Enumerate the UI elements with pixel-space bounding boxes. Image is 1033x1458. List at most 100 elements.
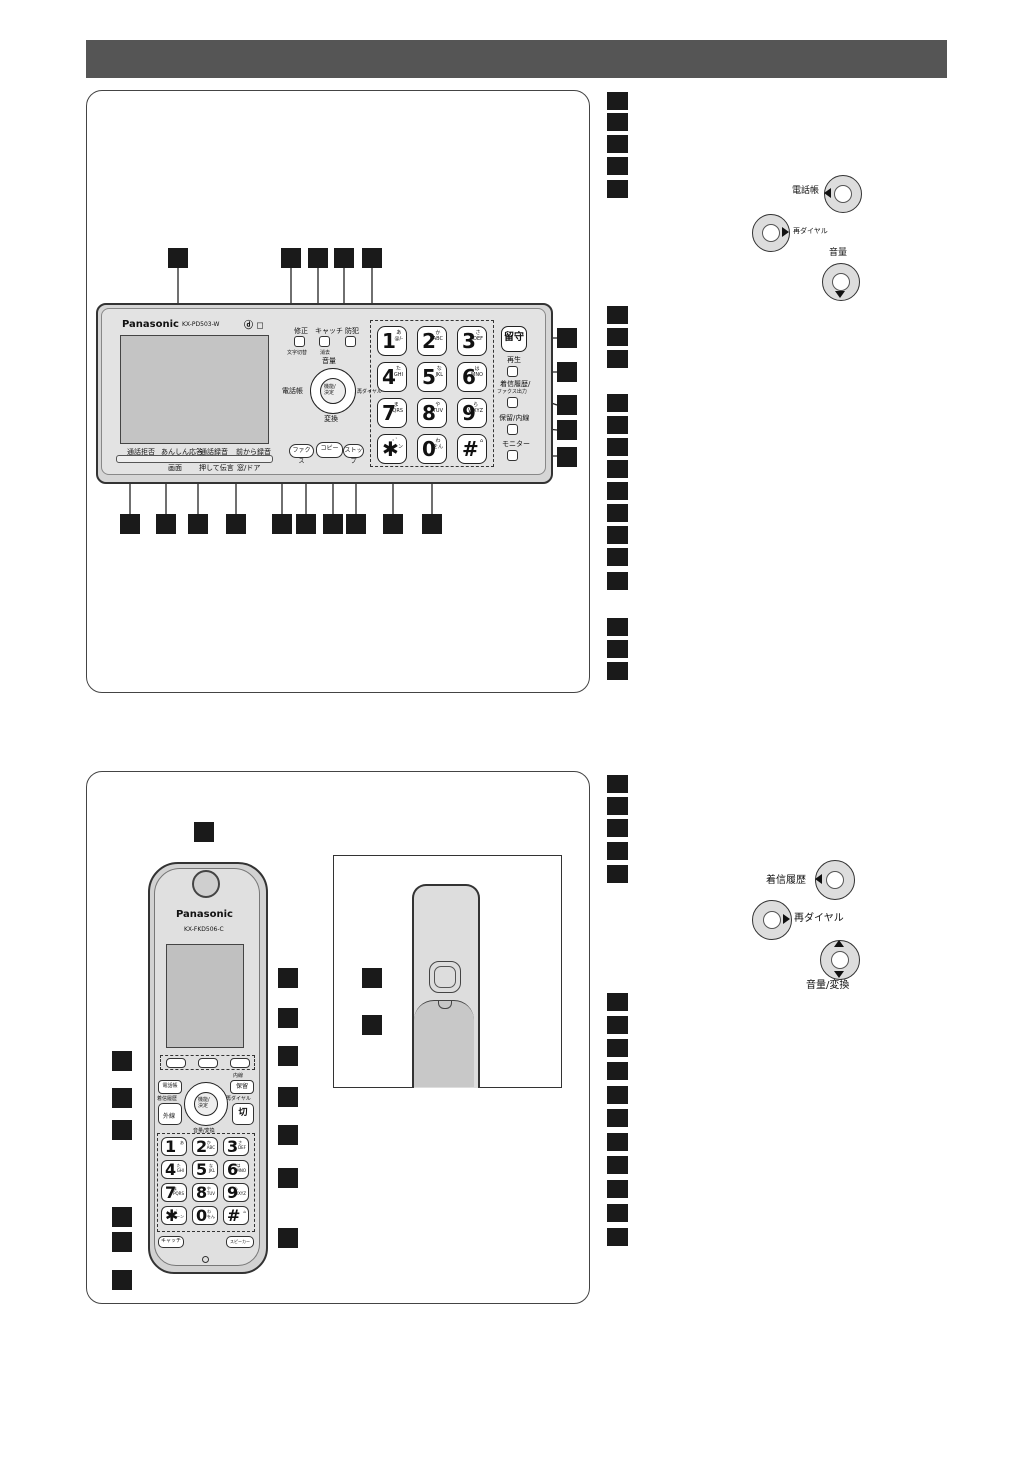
callout-box: [112, 1051, 132, 1071]
handset-key[interactable]: #⌂: [223, 1206, 249, 1225]
base-key-digit: 1: [382, 329, 396, 353]
rt-volume-label: 音量: [829, 248, 848, 258]
delete-label: 消去: [320, 350, 331, 356]
stop-button[interactable]: ストップ: [343, 444, 364, 465]
callout-box: [278, 1008, 298, 1028]
nav-illustration-left-center: [834, 185, 852, 203]
function-button[interactable]: [320, 378, 346, 404]
callout-box: [607, 1180, 628, 1198]
handset-key-sub: さ DEF: [238, 1140, 246, 1150]
callout-box: [607, 819, 628, 837]
play-button[interactable]: [507, 366, 518, 377]
anti-crime-button[interactable]: [345, 336, 356, 347]
base-key-sub: は MNO: [471, 366, 483, 378]
callout-box: [607, 416, 628, 434]
callout-box: [362, 968, 382, 988]
callout-box: [607, 394, 628, 412]
rusu-button[interactable]: 留守: [501, 326, 527, 352]
h-outside-label: 外線: [163, 1113, 176, 1120]
catch-button[interactable]: [319, 336, 330, 347]
softkeys-area: [160, 1055, 255, 1070]
callout-box: [112, 1232, 132, 1252]
side-speaker-inner: [434, 966, 456, 988]
history-button[interactable]: [507, 397, 518, 408]
fax-history-label: ファクス出力: [497, 389, 527, 395]
h-speaker-button[interactable]: スピーカー: [226, 1236, 254, 1248]
callout-box: [607, 1133, 628, 1151]
rb-nav-right-center: [763, 911, 781, 929]
callout-box: [362, 1015, 382, 1035]
callout-box: [557, 328, 577, 348]
hold-button[interactable]: [507, 424, 518, 435]
char-switch-label: 文字切替: [287, 350, 308, 356]
strip-sub-2: 押して伝言: [199, 464, 234, 472]
keypad-area: [370, 320, 494, 467]
callout-box: [112, 1088, 132, 1108]
history-label: 着信履歴/: [500, 380, 531, 388]
base-key-sub: わ をん: [432, 438, 443, 450]
callout-box: [607, 1016, 628, 1034]
base-strip: [116, 455, 273, 463]
softkey-2[interactable]: [198, 1058, 218, 1068]
softkey-1[interactable]: [166, 1058, 186, 1068]
callout-box: [383, 514, 403, 534]
base-key-sub: ま PQRS: [389, 402, 403, 414]
h-phonebook-button[interactable]: 電話帳: [158, 1080, 182, 1094]
callout-box: [607, 993, 628, 1011]
base-key[interactable]: #⌂: [457, 434, 487, 464]
callout-box: [278, 1125, 298, 1145]
fix-button[interactable]: [294, 336, 305, 347]
rt-redial-label: 再ダイヤル: [793, 227, 828, 235]
rb-volume-convert-label: 音量/変換: [806, 980, 850, 991]
base-key-sub: さ DEF: [473, 330, 483, 342]
h-catch-button[interactable]: キャッチ: [158, 1236, 184, 1248]
callout-box: [607, 618, 628, 636]
callout-box: [346, 514, 366, 534]
handset-key-digit: ✱: [165, 1206, 179, 1225]
handset-key-digit: 6: [227, 1160, 239, 1179]
h-function-button[interactable]: [194, 1092, 218, 1116]
monitor-button[interactable]: [507, 450, 518, 461]
handset-key-digit: 3: [227, 1137, 239, 1156]
strip-label-2: あんしん応答: [161, 448, 203, 456]
h-outside-button[interactable]: [158, 1103, 182, 1125]
microphone: [202, 1256, 209, 1263]
callout-box: [334, 248, 354, 268]
handset-key-digit: 8: [196, 1183, 208, 1202]
fax-button[interactable]: ファクス: [289, 444, 314, 465]
base-key-digit: 8: [422, 401, 436, 425]
base-key-digit: 0: [422, 437, 436, 461]
callout-box: [607, 1109, 628, 1127]
callout-box: [607, 438, 628, 456]
copy-button[interactable]: コピー: [316, 442, 343, 458]
base-key[interactable]: ✱・゛ トーン: [377, 434, 407, 464]
h-hold-button[interactable]: 保留: [230, 1080, 254, 1094]
handset-key-digit: 4: [165, 1160, 177, 1179]
callout-box: [112, 1270, 132, 1290]
rb-history-label: 着信履歴: [766, 875, 806, 886]
h-end-button[interactable]: 切: [232, 1103, 254, 1125]
handset-key[interactable]: ✱・゛ トーン: [161, 1206, 187, 1225]
softkey-3[interactable]: [230, 1058, 250, 1068]
callout-box: [226, 514, 246, 534]
